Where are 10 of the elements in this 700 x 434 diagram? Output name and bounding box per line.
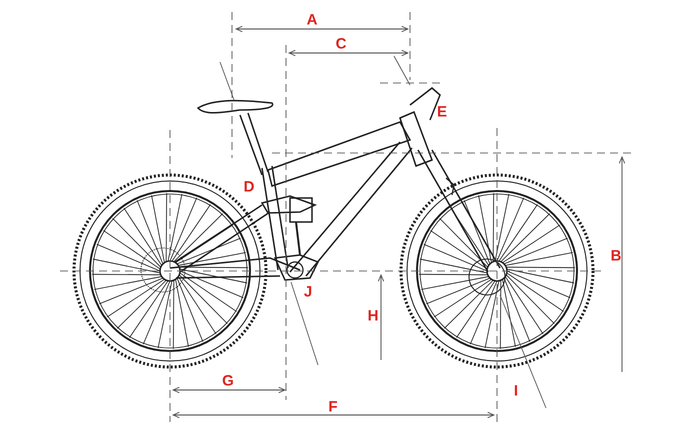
- callout-letter: G: [222, 374, 234, 388]
- callout-letter: J: [304, 284, 312, 300]
- callout-letter: I: [514, 384, 518, 398]
- callout-letter: A: [306, 12, 318, 28]
- callout-letter: D: [244, 180, 254, 194]
- callout-letter: F: [328, 400, 338, 414]
- callout-letter: B: [610, 248, 622, 264]
- callout-letter: E: [437, 104, 447, 120]
- callout-letter: H: [368, 308, 378, 324]
- callout-letter: C: [336, 36, 346, 52]
